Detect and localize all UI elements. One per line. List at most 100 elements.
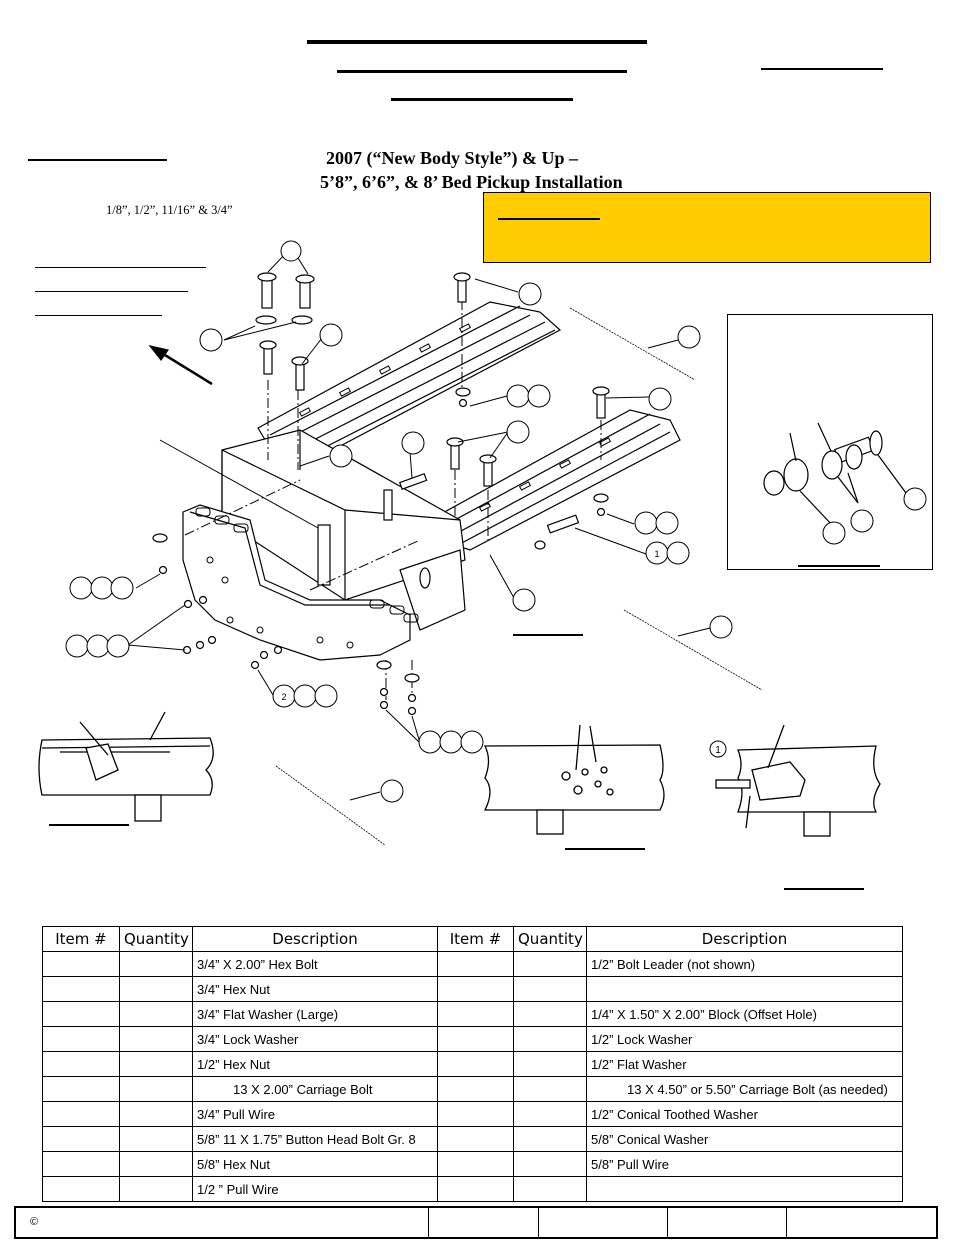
callout-label-2: 2 — [281, 692, 286, 702]
table-cell — [513, 1026, 587, 1052]
table-cell — [513, 1126, 587, 1152]
table-cell: 3/4” Flat Washer (Large) — [192, 1001, 438, 1027]
table-cell — [437, 1076, 514, 1102]
table-cell: 1/2” Lock Washer — [586, 1026, 903, 1052]
table-row: 1/2 ” Pull Wire — [42, 1176, 903, 1202]
table-cell — [513, 1001, 587, 1027]
table-cell — [437, 951, 514, 977]
table-cell: 13 X 2.00” Carriage Bolt — [192, 1076, 438, 1102]
table-cell: 1/4” X 1.50” X 2.00” Block (Offset Hole) — [586, 1001, 903, 1027]
col-header-item: Item # — [42, 926, 120, 952]
table-cell — [437, 1176, 514, 1202]
col-header-quantity: Quantity — [119, 926, 193, 952]
parts-table: Item # Quantity Description Item # Quant… — [42, 926, 903, 1202]
table-header-row: Item # Quantity Description Item # Quant… — [42, 926, 903, 952]
table-cell — [513, 1151, 587, 1177]
footer-cell — [787, 1208, 936, 1237]
table-cell: 1/2” Flat Washer — [586, 1051, 903, 1077]
table-row: 1/2” Hex Nut 1/2” Flat Washer — [42, 1051, 903, 1077]
table-cell: 3/4” Hex Nut — [192, 976, 438, 1002]
title-underline-4 — [391, 98, 573, 101]
table-cell — [42, 1101, 120, 1127]
col-header-quantity-2: Quantity — [513, 926, 587, 952]
col-header-description: Description — [192, 926, 438, 952]
table-cell — [119, 1151, 193, 1177]
table-cell: 3/4” X 2.00” Hex Bolt — [192, 951, 438, 977]
table-row: 5/8” Hex Nut 5/8” Pull Wire — [42, 1151, 903, 1177]
tools-underline-1 — [35, 267, 206, 268]
table-cell — [437, 1051, 514, 1077]
table-cell — [42, 1051, 120, 1077]
table-cell: 5/8” Pull Wire — [586, 1151, 903, 1177]
table-cell: 1/2 ” Pull Wire — [192, 1176, 438, 1202]
table-cell — [119, 1051, 193, 1077]
inset-drawing — [763, 422, 927, 567]
table-cell — [42, 1151, 120, 1177]
callout-label-detail: 1 — [715, 745, 721, 756]
table-row: 3/4” Lock Washer 1/2” Lock Washer — [42, 1026, 903, 1052]
table-row: 3/4” Flat Washer (Large) 1/4” X 1.50” X … — [42, 1001, 903, 1027]
page-title-line-1: 2007 (“New Body Style”) & Up – — [326, 148, 578, 168]
table-cell — [437, 1001, 514, 1027]
table-cell — [119, 1076, 193, 1102]
table-cell — [437, 1101, 514, 1127]
table-row: 3/4” Hex Nut — [42, 976, 903, 1002]
table-row: 5/8” 11 X 1.75” Button Head Bolt Gr. 8 5… — [42, 1126, 903, 1152]
installation-diagram: 1 2 1 — [38, 240, 881, 890]
table-cell — [437, 1026, 514, 1052]
table-cell — [119, 1026, 193, 1052]
tools-underline-3 — [35, 315, 162, 316]
table-cell — [119, 1126, 193, 1152]
table-cell — [586, 1176, 903, 1202]
table-cell — [42, 1076, 120, 1102]
table-cell — [513, 1051, 587, 1077]
table-cell: 1/2” Conical Toothed Washer — [586, 1101, 903, 1127]
footer: © — [14, 1206, 938, 1239]
table-cell — [119, 1001, 193, 1027]
title-underline-2 — [337, 70, 627, 73]
title-underline-1 — [307, 40, 647, 44]
table-cell — [513, 976, 587, 1002]
footer-cell — [539, 1208, 668, 1237]
table-row: 13 X 2.00” Carriage Bolt 13 X 4.50” or 5… — [42, 1076, 903, 1102]
col-header-description-2: Description — [586, 926, 903, 952]
table-cell: 1/2” Bolt Leader (not shown) — [586, 951, 903, 977]
table-cell: 13 X 4.50” or 5.50” Carriage Bolt (as ne… — [586, 1076, 903, 1102]
table-cell — [119, 1101, 193, 1127]
table-cell — [513, 1101, 587, 1127]
inset-detail — [727, 314, 933, 570]
table-cell: 3/4” Lock Washer — [192, 1026, 438, 1052]
copyright: © — [16, 1208, 429, 1237]
footer-cell — [429, 1208, 539, 1237]
note-underline — [498, 218, 600, 220]
table-cell — [513, 1076, 587, 1102]
callout-label-1: 1 — [654, 549, 659, 559]
table-cell — [437, 976, 514, 1002]
table-cell: 5/8” 11 X 1.75” Button Head Bolt Gr. 8 — [192, 1126, 438, 1152]
table-cell — [513, 951, 587, 977]
table-cell — [42, 951, 120, 977]
table-row: 3/4” X 2.00” Hex Bolt 1/2” Bolt Leader (… — [42, 951, 903, 977]
socket-sizes: 1/8”, 1/2”, 11/16” & 3/4” — [106, 203, 233, 217]
table-cell — [513, 1176, 587, 1202]
page-title-line-2: 5’8”, 6’6”, & 8’ Bed Pickup Installation — [320, 172, 623, 192]
table-cell — [119, 951, 193, 977]
table-cell: 1/2” Hex Nut — [192, 1051, 438, 1077]
footer-cell — [668, 1208, 787, 1237]
table-cell — [119, 1176, 193, 1202]
table-cell: 5/8” Conical Washer — [586, 1126, 903, 1152]
note-box — [483, 192, 931, 263]
table-cell — [42, 1001, 120, 1027]
table-row: 3/4” Pull Wire 1/2” Conical Toothed Wash… — [42, 1101, 903, 1127]
table-cell — [437, 1151, 514, 1177]
table-cell: 5/8” Hex Nut — [192, 1151, 438, 1177]
table-cell — [586, 976, 903, 1002]
table-cell — [42, 976, 120, 1002]
table-cell: 3/4” Pull Wire — [192, 1101, 438, 1127]
table-cell — [119, 976, 193, 1002]
tools-underline-2 — [35, 291, 188, 292]
table-cell — [437, 1126, 514, 1152]
table-cell — [42, 1126, 120, 1152]
col-header-item-2: Item # — [437, 926, 514, 952]
title-underline-3 — [761, 68, 883, 70]
